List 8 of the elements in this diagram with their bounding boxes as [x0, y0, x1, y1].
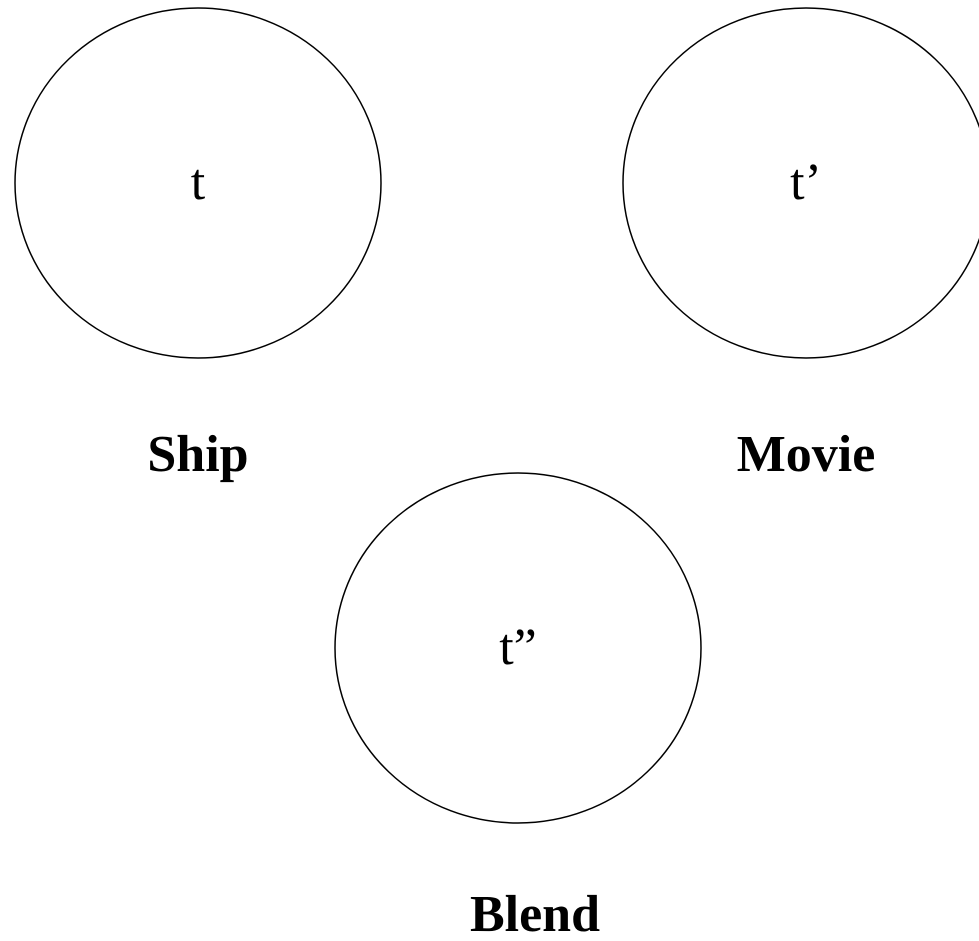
caption-label: Movie: [736, 425, 876, 485]
circle-node: [334, 472, 702, 824]
caption-label: Blend: [470, 885, 600, 941]
caption-label: Ship: [147, 425, 249, 485]
node-label: t: [190, 153, 206, 213]
node-label: t”: [498, 618, 538, 678]
node-label: t’: [789, 153, 823, 213]
circle-node: [14, 7, 382, 359]
